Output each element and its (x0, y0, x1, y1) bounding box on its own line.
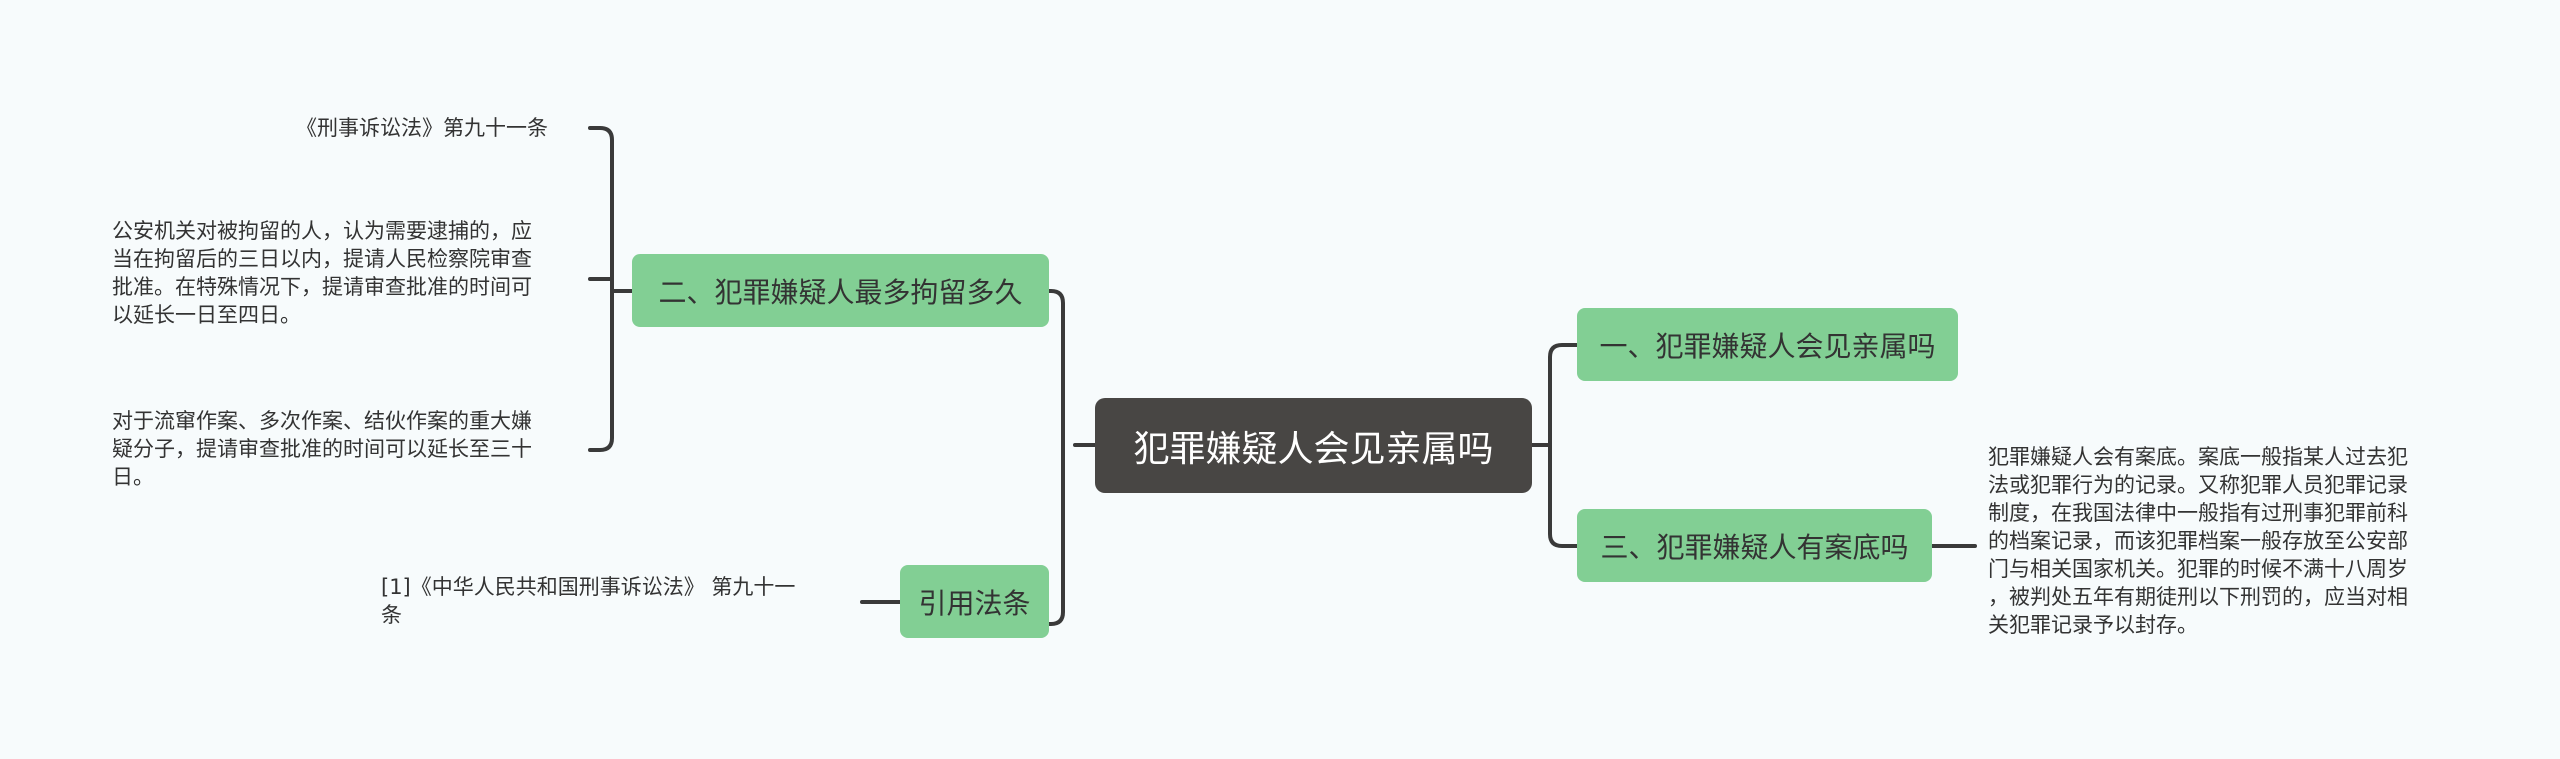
leaf-text-line: ，被判处五年有期徒刑以下刑罚的，应当对相 (1988, 585, 2408, 609)
topic-criminal-record[interactable]: 三、犯罪嫌疑人有案底吗 (1577, 509, 1932, 582)
leaf-text-line: 条 (381, 603, 402, 627)
connector-right-trunk (1548, 343, 1580, 548)
leaf-text-line: 犯罪嫌疑人会有案底。案底一般指某人过去犯 (1988, 445, 2408, 469)
topic-cited-law-label: 引用法条 (918, 586, 1031, 620)
leaf-text-line: 公安机关对被拘留的人，认为需要逮捕的，应 (112, 219, 532, 243)
leaf-detention-term[interactable]: 公安机关对被拘留的人，认为需要逮捕的，应 当在拘留后的三日以内，提请人民检察院审… (112, 217, 532, 329)
topic-meet-relatives-label: 一、犯罪嫌疑人会见亲属吗 (1599, 329, 1936, 363)
leaf-text-line: 的档案记录，而该犯罪档案一般存放至公安部 (1988, 529, 2408, 553)
topic-cited-law[interactable]: 引用法条 (900, 565, 1049, 638)
topic-criminal-record-label: 三、犯罪嫌疑人有案底吗 (1600, 530, 1909, 564)
leaf-extended-term[interactable]: 对于流窜作案、多次作案、结伙作案的重大嫌 疑分子，提请审查批准的时间可以延长至三… (112, 407, 532, 491)
leaf-text-line: 疑分子，提请审查批准的时间可以延长至三十 (112, 437, 532, 461)
topic-max-detention[interactable]: 二、犯罪嫌疑人最多拘留多久 (632, 254, 1049, 327)
leaf-text-line: 门与相关国家机关。犯罪的时候不满十八周岁 (1988, 557, 2408, 581)
root-topic-label: 犯罪嫌疑人会见亲属吗 (1133, 428, 1494, 470)
leaf-text-line: 对于流窜作案、多次作案、结伙作案的重大嫌 (112, 409, 532, 433)
leaf-text-line: 批准。在特殊情况下，提请审查批准的时间可 (112, 275, 532, 299)
topic-meet-relatives[interactable]: 一、犯罪嫌疑人会见亲属吗 (1577, 308, 1958, 381)
leaf-law-reference-line: 《刑事诉讼法》第九十一条 (296, 116, 548, 140)
connector-left-trunk (1046, 289, 1065, 626)
leaf-criminal-record-info[interactable]: 犯罪嫌疑人会有案底。案底一般指某人过去犯 法或犯罪行为的记录。又称犯罪人员犯罪记… (1988, 443, 2408, 639)
leaf-text-line: [1]《中华人民共和国刑事诉讼法》 第九十一 (381, 575, 796, 599)
leaf-law-reference[interactable]: 《刑事诉讼法》第九十一条 (296, 114, 548, 142)
leaf-text-line: 日。 (112, 465, 154, 489)
topic-max-detention-label: 二、犯罪嫌疑人最多拘留多久 (658, 275, 1023, 309)
leaf-citation[interactable]: [1]《中华人民共和国刑事诉讼法》 第九十一 条 (381, 573, 795, 629)
leaf-text-line: 以延长一日至四日。 (112, 303, 301, 327)
root-topic[interactable]: 犯罪嫌疑人会见亲属吗 (1095, 398, 1532, 493)
leaf-text-line: 当在拘留后的三日以内，提请人民检察院审查 (112, 247, 532, 271)
leaf-text-line: 关犯罪记录予以封存。 (1988, 613, 2198, 637)
leaf-text-line: 制度，在我国法律中一般指有过刑事犯罪前科 (1988, 501, 2408, 525)
leaf-text-line: 法或犯罪行为的记录。又称犯罪人员犯罪记录 (1988, 473, 2408, 497)
connector-t2-trunk (588, 126, 614, 452)
